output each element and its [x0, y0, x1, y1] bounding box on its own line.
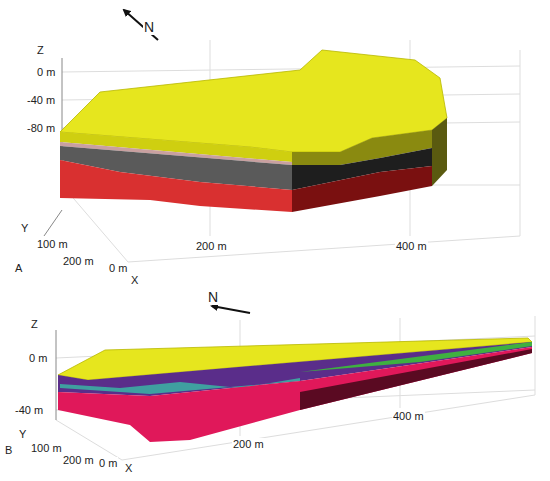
axis-tick: -80 m	[26, 122, 56, 134]
axis-tick: 0 m	[36, 66, 56, 78]
axis-tick: 0 m	[108, 262, 128, 274]
axis-tick: 200 m	[232, 438, 265, 450]
axis-tick: 200 m	[62, 454, 95, 466]
axis-name: Z	[30, 318, 39, 330]
axis-name: Y	[18, 428, 27, 440]
axis-tick: 200 m	[195, 240, 228, 252]
axis-tick: 100 m	[30, 442, 63, 454]
panel-letter: A	[14, 262, 23, 274]
axis-tick: -40 m	[26, 94, 56, 106]
axis-name: Z	[36, 44, 45, 56]
panel-letter: B	[4, 444, 13, 456]
axis-tick: 200 m	[62, 255, 95, 267]
axis-tick: 100 m	[36, 238, 69, 250]
axis-tick: 400 m	[395, 240, 428, 252]
north-label: N	[143, 20, 155, 35]
axis-name: X	[124, 462, 133, 474]
axis-tick: 0 m	[28, 352, 48, 364]
axis-tick: 0 m	[98, 457, 118, 469]
axis-tick: -40 m	[14, 404, 44, 416]
axis-name: X	[130, 274, 139, 286]
axis-tick: 400 m	[392, 410, 425, 422]
north-label: N	[207, 290, 219, 305]
axis-name: Y	[20, 222, 29, 234]
